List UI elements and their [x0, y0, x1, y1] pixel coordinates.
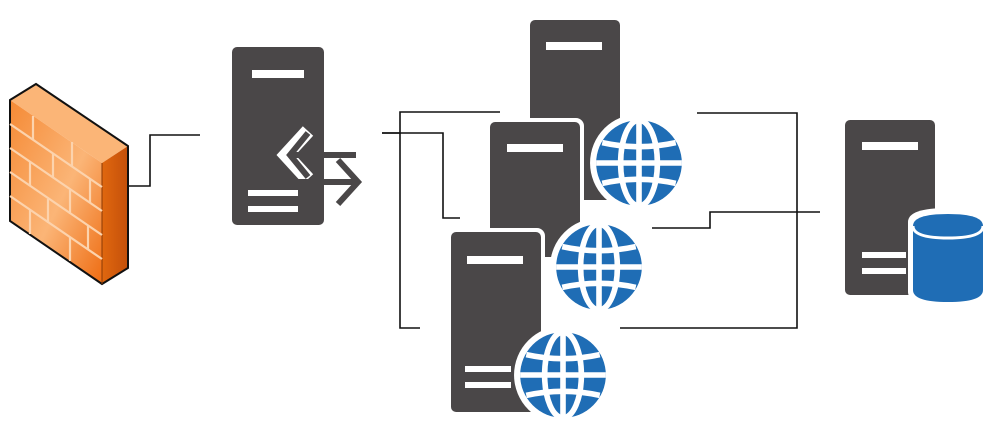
edge-lb-web2	[382, 132, 460, 219]
globe-icon	[550, 218, 648, 316]
web-server-2	[486, 118, 648, 316]
edge-web1-db	[620, 112, 798, 329]
globe-icon	[590, 114, 688, 212]
edge-web2-db	[652, 211, 820, 229]
database-cylinder-icon	[908, 208, 988, 306]
web-server-3	[447, 228, 612, 424]
load-balancer-server	[232, 47, 372, 225]
firewall-icon	[9, 82, 129, 286]
bidirectional-arrows-icon	[276, 126, 372, 211]
edge-firewall-loadbalancer	[128, 134, 200, 187]
database-server	[845, 120, 988, 306]
edge-lb-web1	[382, 111, 500, 134]
globe-icon	[514, 326, 612, 424]
connectors	[128, 111, 820, 329]
edge-lb-web3	[399, 133, 420, 329]
